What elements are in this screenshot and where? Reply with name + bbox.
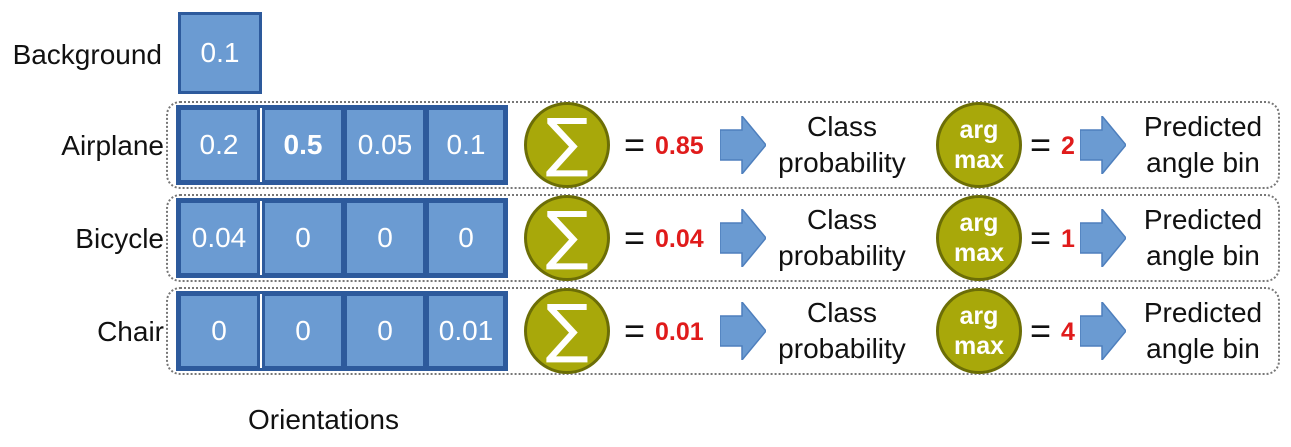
orientation-cell: 0.1 (426, 107, 506, 183)
orientation-cells (176, 291, 508, 371)
sum-circle: ∑ (524, 195, 610, 281)
equals-sign: = (1030, 310, 1052, 351)
class-label: Bicycle (75, 223, 164, 254)
orientation-cell: 0 (426, 200, 506, 276)
arrow-right-icon (719, 113, 767, 177)
predicted-angle-bin-text: Predicted angle bin (1128, 295, 1278, 367)
orientation-cell: 0.01 (426, 293, 506, 369)
class-probability-text: Class probability (768, 295, 916, 367)
predicted-line1: Predicted (1143, 204, 1263, 235)
sum-value: 0.85 (655, 132, 704, 160)
orientation-cell: 0.5 (262, 107, 344, 183)
orientation-cells (176, 105, 508, 185)
predicted-line2: angle bin (1146, 240, 1260, 271)
class-probability-line2: probability (778, 147, 906, 178)
row-frame (166, 194, 1280, 282)
sum-circle: ∑ (524, 102, 610, 188)
row-frame (166, 101, 1280, 189)
class-probability-line1: Class (806, 204, 877, 235)
orientation-cell: 0 (178, 293, 260, 369)
equals-sign: = (624, 310, 646, 351)
predicted-line1: Predicted (1143, 297, 1263, 328)
argmax-value: 4 (1061, 318, 1075, 346)
orientation-cell: 0 (344, 200, 426, 276)
sum-circle: ∑ (524, 288, 610, 374)
class-probability-text: Class probability (768, 202, 916, 274)
predicted-line1: Predicted (1143, 111, 1263, 142)
predicted-line2: angle bin (1146, 147, 1260, 178)
row-frame (166, 287, 1280, 375)
class-probability-line1: Class (806, 111, 877, 142)
sum-value: 0.01 (655, 318, 704, 346)
argmax-line2: max (953, 332, 1005, 360)
predicted-line2: angle bin (1146, 333, 1260, 364)
argmax-value: 2 (1061, 132, 1075, 160)
equals-sign: = (1030, 124, 1052, 165)
orientation-cell: 0 (344, 293, 426, 369)
class-label: Airplane (61, 130, 164, 161)
sigma-icon: ∑ (545, 292, 589, 366)
equals-sign: = (1030, 217, 1052, 258)
predicted-angle-bin-text: Predicted angle bin (1128, 109, 1278, 181)
orientations-caption: Orientations (248, 404, 399, 435)
class-probability-line2: probability (778, 240, 906, 271)
orientation-cell: 0 (262, 200, 344, 276)
arrow-right-icon (1079, 206, 1127, 270)
class-probability-text: Class probability (768, 109, 916, 181)
background-label: Background (12, 39, 162, 70)
sigma-icon: ∑ (545, 106, 589, 180)
arrow-right-icon (1079, 113, 1127, 177)
argmax-line1: arg (959, 209, 999, 237)
class-probability-line2: probability (778, 333, 906, 364)
background-cell: 0.1 (178, 12, 262, 94)
arrow-right-icon (1079, 299, 1127, 363)
equals-sign: = (624, 217, 646, 258)
orientation-cell: 0.04 (178, 200, 260, 276)
argmax-line1: arg (959, 302, 999, 330)
orientation-cell: 0 (262, 293, 344, 369)
arrow-right-icon (719, 206, 767, 270)
class-label: Chair (97, 316, 164, 347)
orientation-cell: 0.2 (178, 107, 260, 183)
argmax-value: 1 (1061, 225, 1075, 253)
argmax-line2: max (953, 239, 1005, 267)
sum-value: 0.04 (655, 225, 704, 253)
argmax-line1: arg (959, 116, 999, 144)
arrow-right-icon (719, 299, 767, 363)
orientation-cell: 0.05 (344, 107, 426, 183)
class-probability-line1: Class (806, 297, 877, 328)
sigma-icon: ∑ (545, 199, 589, 273)
equals-sign: = (624, 124, 646, 165)
predicted-angle-bin-text: Predicted angle bin (1128, 202, 1278, 274)
argmax-line2: max (953, 146, 1005, 174)
orientation-cells (176, 198, 508, 278)
